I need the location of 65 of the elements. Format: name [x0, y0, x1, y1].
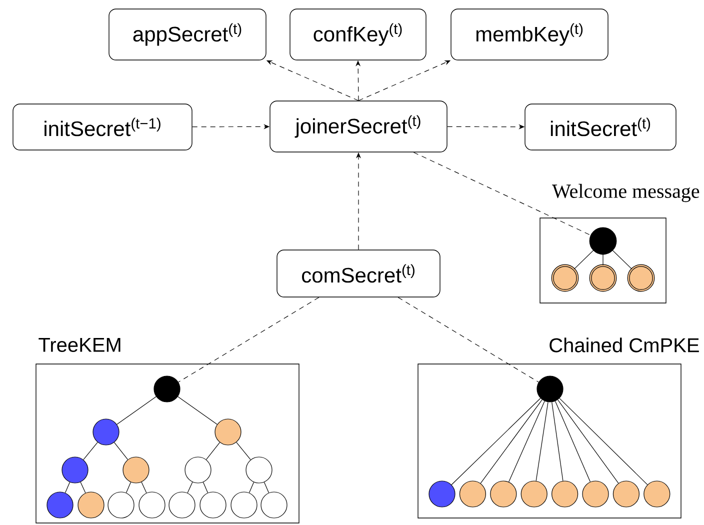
tree-node-circle	[92, 418, 120, 446]
tree-line	[80, 482, 86, 494]
tree-line	[480, 399, 542, 484]
tree-node-circle	[168, 492, 196, 518]
panel-heading: TreeKEM	[38, 338, 120, 352]
tree-line	[202, 482, 208, 494]
tree-node-circle	[62, 456, 88, 484]
panel-heading: Welcome message	[552, 184, 700, 202]
tree-node-circle	[589, 264, 617, 292]
tree-line	[612, 250, 632, 270]
tree-line	[552, 402, 564, 482]
tree-line	[602, 254, 604, 266]
tree-node-circle	[551, 264, 579, 292]
tree-line	[574, 250, 594, 270]
key-box: initSecret$^{(t)}$	[524, 104, 676, 150]
key-box: joinerSecret$^{(t)}$	[270, 100, 448, 152]
tree-line	[264, 482, 270, 494]
tree-line	[559, 398, 648, 485]
key-box: membKey$^{(t)}$	[450, 8, 608, 60]
tree-node-circle	[582, 480, 609, 508]
panel-heading: Chained CmPKE	[550, 338, 699, 352]
tree-line	[236, 442, 251, 460]
tree-line	[116, 396, 156, 425]
key-box: comSecret$^{(t)}$	[276, 250, 440, 298]
tree-node-circle	[459, 480, 486, 508]
tree-line	[187, 482, 193, 494]
tree-line	[178, 396, 218, 425]
tree-node-circle	[46, 492, 74, 518]
tree-line	[83, 442, 98, 460]
tree-node-circle	[644, 480, 670, 508]
tree-line	[558, 399, 619, 484]
key-box: confKey$^{(t)}$	[290, 8, 426, 60]
key-box: appSecret$^{(t)}$	[108, 8, 266, 60]
tree-node-circle	[246, 456, 272, 484]
tree-line	[206, 442, 220, 460]
dashed-line	[398, 297, 539, 382]
tree-node-circle	[138, 492, 166, 518]
tree-line	[64, 482, 70, 494]
tree-node-circle	[552, 480, 578, 508]
tree-node-circle	[214, 418, 242, 446]
tree-node-circle	[490, 480, 517, 508]
tree-node-circle	[78, 492, 104, 518]
dashed-line	[178, 297, 320, 382]
tree-line	[508, 400, 545, 482]
tree-node-circle	[122, 456, 150, 484]
tree-line	[141, 482, 147, 494]
tree-node-circle	[520, 480, 548, 508]
tree-line	[536, 402, 548, 482]
tree-node-circle	[230, 492, 258, 518]
tree-line	[126, 482, 132, 494]
tree-node-circle	[108, 492, 134, 518]
tree-node-circle	[536, 376, 564, 402]
tree-node-circle	[184, 456, 212, 484]
key-box: initSecret$^{(t−1)}$	[12, 104, 192, 150]
tree-node-circle	[428, 480, 456, 508]
tree-node-circle	[200, 492, 226, 518]
tree-node-circle	[627, 264, 655, 292]
tree-node-circle	[260, 492, 288, 518]
tree-node-circle	[612, 480, 640, 508]
tree-line	[248, 482, 254, 494]
tree-line	[114, 442, 128, 460]
tree-line	[555, 400, 591, 482]
tree-node-circle	[589, 227, 617, 255]
tree-line	[451, 398, 541, 486]
tree-node-circle	[154, 376, 180, 402]
